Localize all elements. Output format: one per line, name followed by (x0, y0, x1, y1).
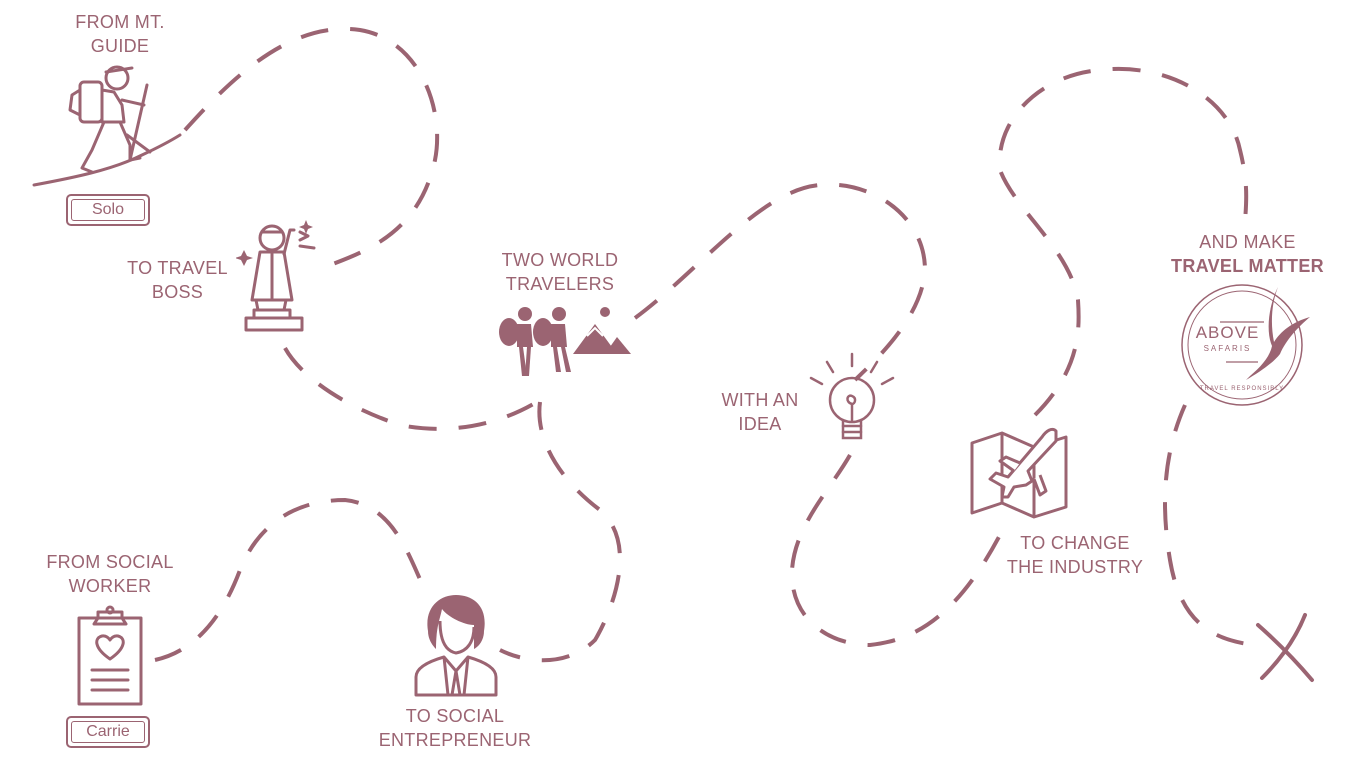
businesswoman-icon (414, 595, 498, 697)
label-from-social-worker: FROM SOCIAL WORKER (46, 552, 174, 596)
label-to-change-industry: TO CHANGE THE INDUSTRY (1006, 533, 1144, 577)
path-idea-to-change (789, 454, 1002, 648)
map-plane-icon (970, 427, 1068, 519)
label-and-make-travel-matter: AND MAKE TRAVEL MATTER (1171, 232, 1324, 276)
hiker-icon (32, 65, 182, 187)
logo-ring-text: TRAVEL RESPONSIBLY (1199, 386, 1285, 392)
label-with-an-idea: WITH AN IDEA (721, 390, 799, 434)
label-mt-guide: FROM MT. GUIDE (75, 12, 165, 56)
path-travelers-to-idea (633, 182, 928, 382)
label-two-world-travelers: TWO WORLD TRAVELERS (501, 250, 619, 294)
label-travel-boss: TO TRAVEL BOSS (127, 258, 228, 302)
logo-sub: SAFARIS (1203, 344, 1252, 353)
travelers-icon (499, 307, 631, 376)
tag-carrie: Carrie (66, 716, 150, 748)
lightbulb-icon (809, 352, 895, 440)
x-mark-icon (1256, 613, 1314, 682)
path-top-left (183, 26, 440, 267)
statue-icon (236, 220, 316, 332)
path-change-to-right-loop (997, 66, 1249, 417)
path-logo-to-x (1163, 404, 1256, 647)
above-safaris-logo: ABOVE SAFARIS TRAVEL RESPONSIBLY (1180, 282, 1310, 407)
path-down-to-entrepreneur (499, 401, 622, 663)
path-worker-to-entrepreneur (154, 497, 427, 662)
label-to-social-entrepreneur: TO SOCIAL ENTREPRENEUR (378, 706, 532, 750)
clipboard-heart-icon (77, 605, 143, 706)
tag-solo: Solo (66, 194, 150, 226)
logo-name: ABOVE (1195, 323, 1260, 342)
